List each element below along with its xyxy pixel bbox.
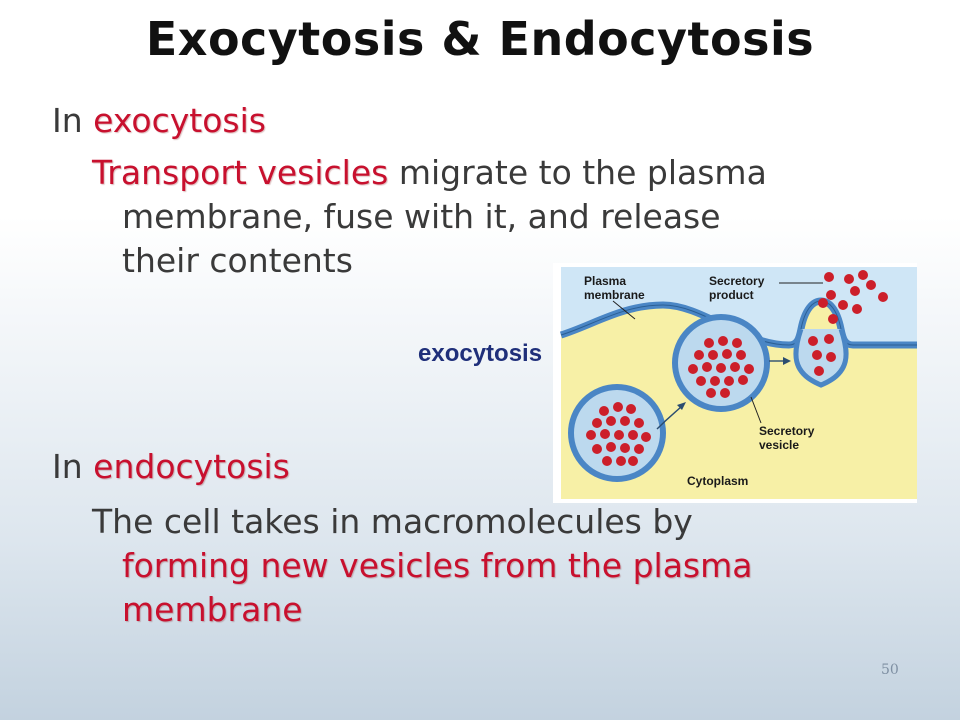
molecule [592,418,602,428]
molecule [720,388,730,398]
exocytosis-diagram: Plasma membrane Secretory product Secret… [553,263,917,503]
molecule [706,388,716,398]
molecule [634,418,644,428]
endocytosis-intro: In [52,447,83,486]
molecule [606,416,616,426]
molecule [620,416,630,426]
molecule [628,430,638,440]
molecule [704,338,714,348]
molecule [592,444,602,454]
molecule [824,334,834,344]
molecule [826,352,836,362]
molecule [812,350,822,360]
molecule [710,376,720,386]
exocytosis-intro: In [52,101,83,140]
molecule [826,290,836,300]
molecule [641,432,651,442]
molecule [736,350,746,360]
molecule [620,443,630,453]
molecule [878,292,888,302]
endocytosis-heading: In endocytosis [52,446,290,488]
molecule [688,364,698,374]
molecule [586,430,596,440]
exocytosis-line-1: Transport vesicles migrate to the plasma [92,152,767,194]
molecule [744,364,754,374]
exocytosis-term: exocytosis [93,101,266,140]
molecule [718,336,728,346]
molecule [722,349,732,359]
plasma-membrane-label-1: Plasma [584,274,626,288]
molecule [852,304,862,314]
molecule [634,444,644,454]
molecule [600,429,610,439]
slide-number: 50 [881,662,899,678]
secretory-vesicle-label-1: Secretory [759,424,815,438]
secretory-vesicle-label-2: vesicle [759,438,799,452]
molecule [696,376,706,386]
slide-title: Exocytosis & Endocytosis [145,12,815,66]
leader-plasma-membrane [612,300,636,320]
exocytosis-heading: In exocytosis [52,100,266,142]
molecule [838,300,848,310]
molecule [858,270,868,280]
molecule [613,402,623,412]
extracellular-region [561,267,917,345]
vesicle-molecules-left [586,402,651,466]
molecule [606,442,616,452]
plasma-membrane-label-2: membrane [584,288,645,302]
endocytosis-line-3: membrane [122,590,303,629]
molecule [866,280,876,290]
secretory-product-label-2: product [709,288,754,302]
molecule [626,404,636,414]
endocytosis-line-2: forming new vesicles from the plasma [122,546,753,585]
molecule [599,406,609,416]
secretory-product-label-1: Secretory [709,274,765,288]
molecule [824,272,834,282]
molecule [708,350,718,360]
leader-secretory-vesicle [750,396,762,424]
endocytosis-line-1: The cell takes in macromolecules by [92,502,693,541]
secretory-product-molecules [808,270,888,376]
molecule [814,366,824,376]
transport-vesicles-term: Transport vesicles [92,153,389,192]
endocytosis-term: endocytosis [93,447,290,486]
figure-label: exocytosis [418,340,543,367]
molecule [716,363,726,373]
exocytosis-line-3: their contents [122,241,353,280]
molecule [818,298,828,308]
molecule [828,314,838,324]
molecule [808,336,818,346]
molecule [616,456,626,466]
molecule [850,286,860,296]
molecule [702,362,712,372]
molecule [724,376,734,386]
molecule [844,274,854,284]
exocytosis-diagram-svg: Plasma membrane Secretory product Secret… [559,267,917,499]
vesicle-molecules-middle [688,336,754,398]
molecule [614,430,624,440]
molecule [730,362,740,372]
arrowhead-middle-to-right [783,357,791,365]
molecule [694,350,704,360]
cytoplasm-label: Cytoplasm [687,474,748,488]
exocytosis-line-2: membrane, fuse with it, and release [122,197,721,236]
exocytosis-line-1-rest: migrate to the plasma [398,153,767,192]
molecule [738,375,748,385]
molecule [628,456,638,466]
molecule [602,456,612,466]
arrowhead-left-to-middle [677,402,686,410]
molecule [732,338,742,348]
